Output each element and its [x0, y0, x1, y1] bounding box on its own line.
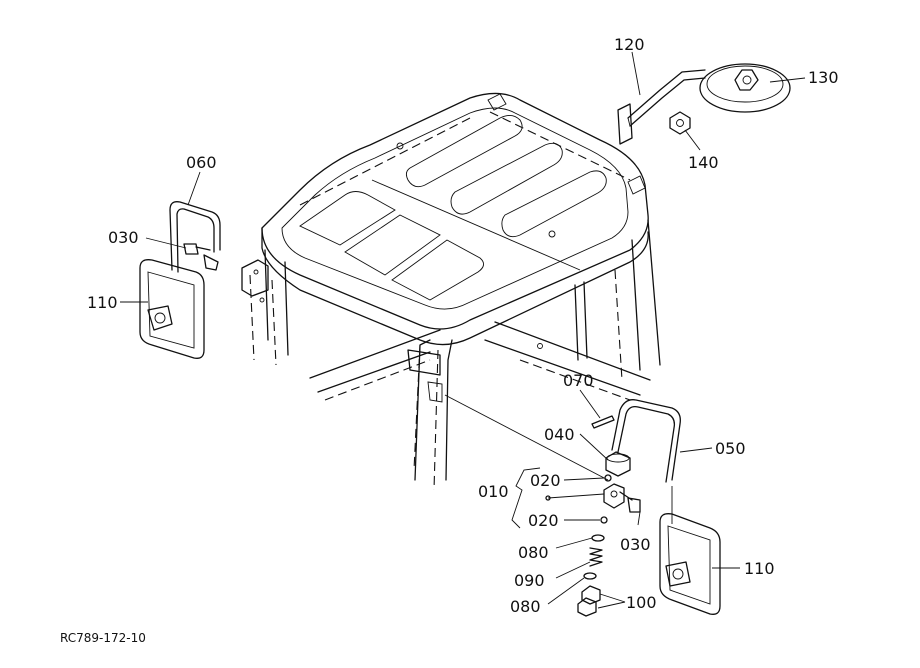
holder-010: [545, 483, 625, 509]
leader-lines: [120, 51, 806, 609]
label-020-upper: 020: [530, 471, 561, 490]
right-mirror-110: [659, 486, 721, 615]
label-030-right: 030: [620, 535, 651, 554]
label-130: 130: [808, 68, 839, 87]
nut-100: [577, 585, 601, 617]
label-020-lower: 020: [528, 511, 559, 530]
rear-mirror-arm-120: [617, 69, 706, 145]
label-100: 100: [626, 593, 657, 612]
figure-code: RC789-172-10: [60, 631, 146, 645]
label-140: 140: [688, 153, 719, 172]
label-070: 070: [563, 371, 594, 390]
ball-020: [600, 474, 612, 524]
label-110-right: 110: [744, 559, 775, 578]
part-labels: 120 130 140 060 030 110 070 040 050 020 …: [87, 35, 839, 616]
label-110-left: 110: [87, 293, 118, 312]
label-010: 010: [478, 482, 509, 501]
label-080-lower: 080: [510, 597, 541, 616]
bolt-030-left: [183, 243, 219, 271]
label-090: 090: [514, 571, 545, 590]
left-mirror-stay-060: [169, 201, 221, 273]
label-080-upper: 080: [518, 543, 549, 562]
label-060: 060: [186, 153, 217, 172]
assembly-guide-line: [444, 394, 609, 481]
left-mirror-110: [139, 259, 205, 359]
label-050: 050: [715, 439, 746, 458]
label-030-left: 030: [108, 228, 139, 247]
spring-090: [589, 547, 603, 567]
pin-070: [591, 415, 615, 429]
mirror-stay-050: [611, 399, 681, 483]
mirror-head-130: [699, 63, 791, 113]
collar-040: [605, 451, 631, 477]
nut-140: [669, 111, 691, 135]
cab-canopy: [241, 92, 661, 491]
label-040: 040: [544, 425, 575, 444]
label-120: 120: [614, 35, 645, 54]
